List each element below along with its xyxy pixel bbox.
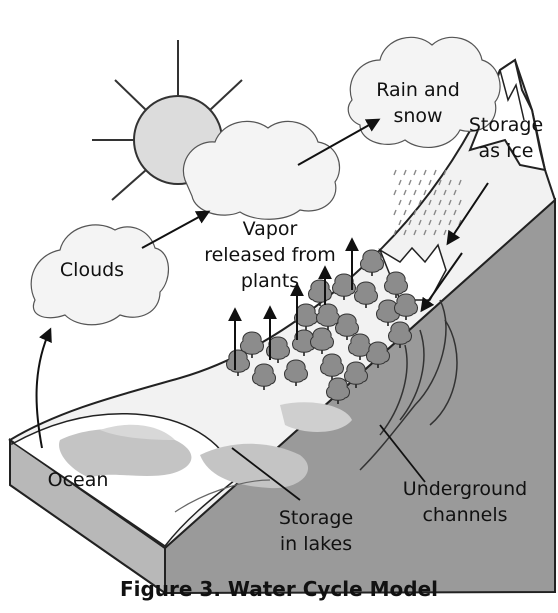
tree-icon: [384, 271, 408, 298]
rain-label-line1: Rain and: [376, 79, 460, 101]
tree-icon: [316, 303, 340, 330]
rain-drop: [453, 189, 457, 196]
rain-drop: [423, 209, 427, 216]
ocean-label: Ocean: [48, 469, 109, 491]
rain-drop: [408, 219, 412, 226]
tree-icon: [354, 281, 378, 308]
tree-icon: [252, 363, 276, 390]
leader-lines: [231, 424, 426, 501]
cloud-center: [182, 120, 340, 220]
tree-icon: [335, 313, 359, 340]
rain-drop: [418, 179, 422, 186]
rain-drop: [408, 199, 412, 206]
tree-icon: [348, 333, 372, 360]
rain-drop: [458, 219, 462, 226]
rain-drop: [428, 179, 432, 186]
rain-drop: [423, 169, 427, 176]
tree-icon: [326, 377, 350, 404]
tree-icon: [388, 321, 412, 348]
rain-drop: [393, 229, 397, 236]
rain-drop: [413, 189, 417, 196]
rain-drop: [443, 229, 447, 236]
rain-drop: [433, 209, 437, 216]
cloud-right: [347, 36, 501, 148]
rain-drop: [443, 209, 447, 216]
vapor-label-line3: plants: [241, 270, 299, 292]
rain-drop: [428, 199, 432, 206]
cloud-left: [30, 224, 169, 326]
rain-drop: [448, 199, 452, 206]
rain-drop: [408, 179, 412, 186]
evaporation-arrow: [35, 327, 52, 449]
ice-label-line2: as ice: [479, 140, 534, 162]
rain-drop: [443, 189, 447, 196]
rain-drop: [418, 219, 422, 226]
rain-drop: [398, 179, 402, 186]
rain-drop: [393, 169, 397, 176]
tree-icon: [366, 341, 390, 368]
tree-icon: [344, 361, 368, 388]
clouds-label: Clouds: [60, 259, 124, 281]
rain-drop: [413, 169, 417, 176]
rain-drop: [453, 209, 457, 216]
rain-drop: [398, 199, 402, 206]
rain-drop: [448, 179, 452, 186]
rain-drop: [428, 219, 432, 226]
rain-drop: [393, 209, 397, 216]
tree-icon: [394, 293, 418, 320]
rain-drop: [418, 199, 422, 206]
rain-drop: [403, 209, 407, 216]
cycle-arrows: [35, 118, 489, 449]
rain-drop: [458, 179, 462, 186]
rain-drop: [403, 229, 407, 236]
tree-icon: [310, 327, 334, 354]
tree-icon: [320, 353, 344, 380]
rain-drop: [438, 179, 442, 186]
tree-icon: [240, 331, 264, 358]
rain-drop: [413, 209, 417, 216]
vapor-label-line1: Vapor: [243, 218, 298, 240]
vapor-label-line2: released from: [204, 244, 336, 266]
rain-drop: [403, 189, 407, 196]
rain-drop: [433, 169, 437, 176]
lakes-label-line2: in lakes: [280, 533, 352, 555]
tree-icon: [284, 359, 308, 386]
tree-icon: [332, 273, 356, 300]
tree-icon: [266, 336, 290, 363]
ice-arrow-2: [420, 252, 463, 313]
ice-arrow-1: [446, 182, 489, 246]
rain-drop: [398, 219, 402, 226]
tree-icon: [360, 249, 384, 276]
lakes-label-line1: Storage: [279, 507, 353, 529]
tree-icon: [226, 349, 250, 376]
rain-drop: [423, 229, 427, 236]
rain-drop: [458, 199, 462, 206]
rain-drop: [438, 199, 442, 206]
rain-drop: [438, 219, 442, 226]
ocean-water: [11, 412, 236, 548]
ice-label-line1: Storage: [469, 114, 543, 136]
underground-channels: [359, 299, 458, 471]
rain-label-line2: snow: [393, 105, 442, 127]
rain-drop: [393, 189, 397, 196]
rain-drop: [423, 189, 427, 196]
rain-drop: [433, 189, 437, 196]
labels: Clouds Rain and snow Storage as ice Vapo…: [48, 79, 544, 555]
figure-caption: Figure 3. Water Cycle Model: [120, 577, 438, 601]
rain-drop: [433, 229, 437, 236]
channels-label-line2: channels: [422, 504, 507, 526]
rain-drop: [443, 169, 447, 176]
to-rain-arrow: [297, 118, 381, 166]
rain-drop: [403, 169, 407, 176]
rain-drop: [413, 229, 417, 236]
rain-drop: [448, 219, 452, 226]
cloud-to-cloud-arrow: [141, 210, 211, 249]
channels-label-line1: Underground: [403, 478, 527, 500]
